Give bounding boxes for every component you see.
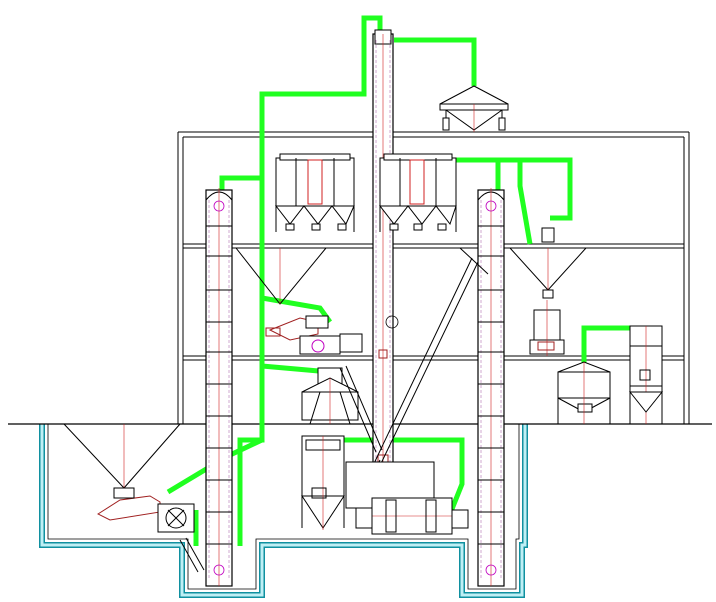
crusher-pit [96,487,205,573]
sight-glass [385,315,399,329]
bucket-elevator-left [205,188,233,587]
packing-bin-right [628,325,664,424]
dust-collector-left [274,153,355,232]
hopper-right-floor [459,227,587,299]
cyclone-distributor-top [439,85,509,132]
crusher-left [265,315,363,355]
product-silo-right [557,361,611,424]
storage-hopper-pit [63,423,181,494]
ball-mill [345,461,469,535]
dust-collector-center [378,153,457,232]
hopper-left-floor [235,247,327,305]
silo-left-pit [301,435,345,530]
building-frame [177,131,690,424]
separator-middle [301,367,359,425]
foundation-pit [39,424,528,598]
feeder-right-mid [529,300,565,356]
bucket-elevator-center [372,29,394,471]
bucket-elevator-right [477,188,505,587]
